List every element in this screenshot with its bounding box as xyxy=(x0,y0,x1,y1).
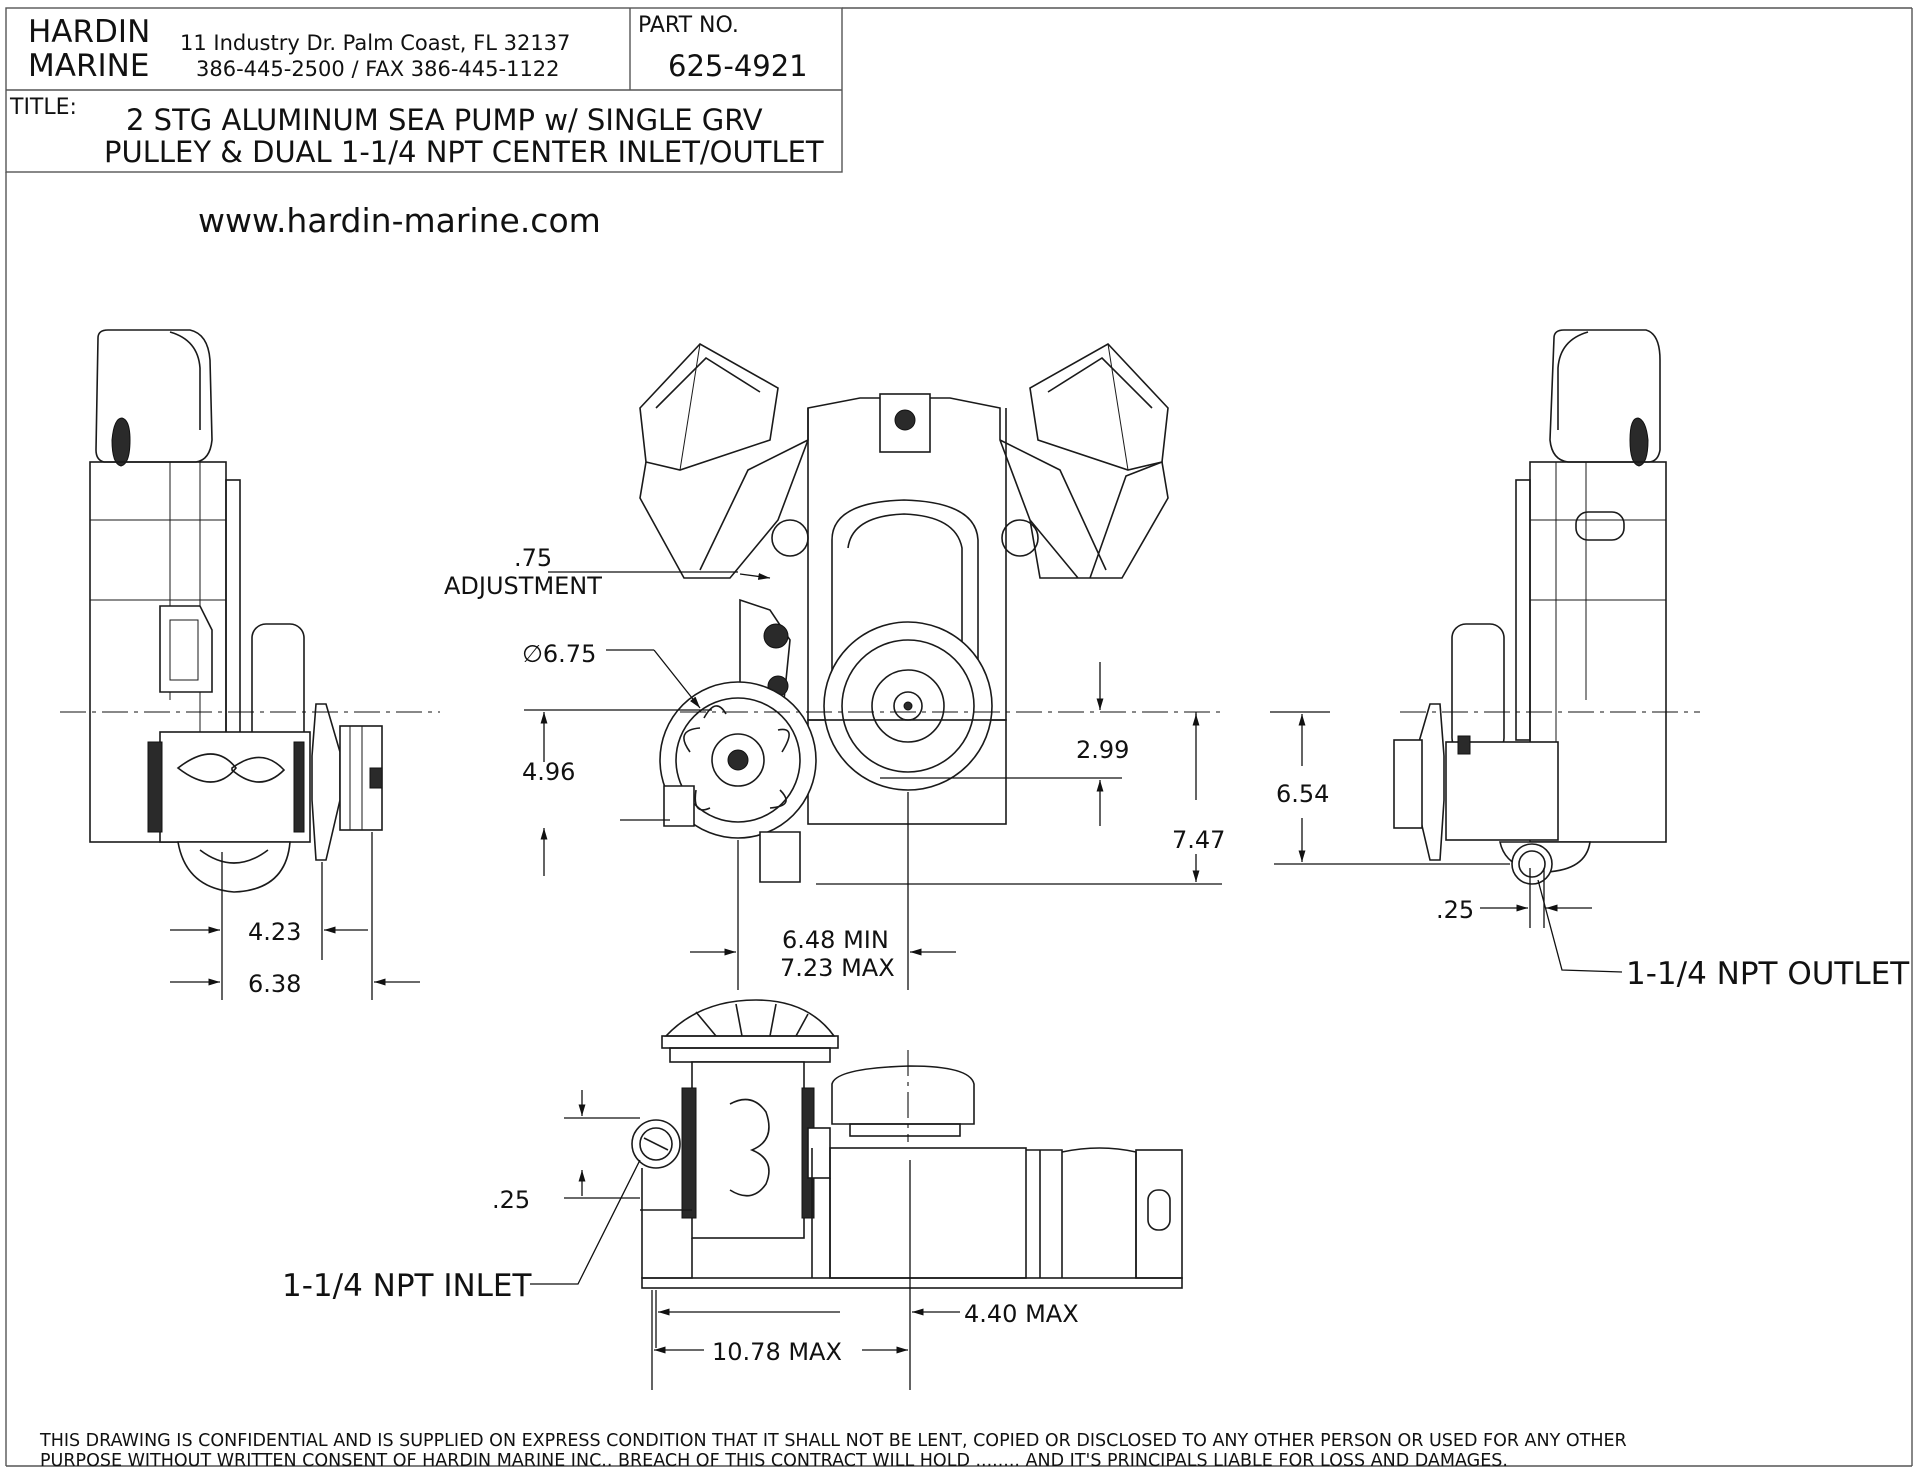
company-name-line1: HARDIN xyxy=(28,14,150,50)
title-label: TITLE: xyxy=(9,95,77,120)
callout-outlet: 1-1/4 NPT OUTLET xyxy=(1626,956,1910,992)
company-address: 11 Industry Dr. Palm Coast, FL 32137 xyxy=(180,31,570,55)
title-line2: PULLEY & DUAL 1-1/4 NPT CENTER INLET/OUT… xyxy=(104,135,824,169)
footer-line2: PURPOSE WITHOUT WRITTEN CONSENT OF HARDI… xyxy=(40,1451,1508,1471)
left-side-view xyxy=(60,329,440,893)
front-view-dimensions: .75 ADJUSTMENT ∅6.75 4.96 2.99 7.47 6.48… xyxy=(444,544,1225,990)
website-url: www.hardin-marine.com xyxy=(198,201,601,240)
footer-line1: THIS DRAWING IS CONFIDENTIAL AND IS SUPP… xyxy=(39,1431,1627,1451)
dim-left-depth-1: 4.23 xyxy=(248,918,301,946)
dim-offset-min: 6.48 MIN xyxy=(782,926,889,954)
company-phone: 386-445-2500 / FAX 386-445-1122 xyxy=(196,57,560,81)
title-line1: 2 STG ALUMINUM SEA PUMP w/ SINGLE GRV xyxy=(126,103,763,137)
dim-top-length-2: 10.78 MAX xyxy=(712,1338,842,1366)
top-view xyxy=(631,999,1183,1289)
dim-offset-max: 7.23 MAX xyxy=(780,954,895,982)
part-number: 625-4921 xyxy=(668,49,808,83)
title-block: HARDIN MARINE 11 Industry Dr. Palm Coast… xyxy=(5,7,1913,1467)
dim-adjustment-label: ADJUSTMENT xyxy=(444,572,602,600)
top-view-dimensions: .25 1-1/4 NPT INLET 4.40 MAX 10.78 MAX xyxy=(282,1090,1079,1390)
dim-left-depth-2: 6.38 xyxy=(248,970,301,998)
part-no-label: PART NO. xyxy=(638,13,739,38)
callout-inlet: 1-1/4 NPT INLET xyxy=(282,1268,533,1304)
confidentiality-notice: THIS DRAWING IS CONFIDENTIAL AND IS SUPP… xyxy=(39,1431,1627,1471)
dim-crank-to-pump: 2.99 xyxy=(1076,736,1129,764)
dim-right-view-height: 6.54 xyxy=(1276,780,1329,808)
dim-crank-to-base: 7.47 xyxy=(1172,826,1225,854)
front-view xyxy=(639,342,1222,883)
dim-top-length-1: 4.40 MAX xyxy=(964,1300,1079,1328)
left-view-dimensions: 4.23 6.38 xyxy=(170,832,420,1000)
right-side-view xyxy=(1393,329,1700,885)
right-view-dimensions: 6.54 .25 1-1/4 NPT OUTLET xyxy=(1270,711,1910,992)
dim-adjustment-value: .75 xyxy=(514,544,552,572)
dim-pulley-diameter: ∅6.75 xyxy=(522,640,596,668)
company-name-line2: MARINE xyxy=(28,48,149,84)
dim-pump-center-height: 4.96 xyxy=(522,758,575,786)
dim-right-view-offset: .25 xyxy=(1436,896,1474,924)
dim-top-view-offset: .25 xyxy=(492,1186,530,1214)
